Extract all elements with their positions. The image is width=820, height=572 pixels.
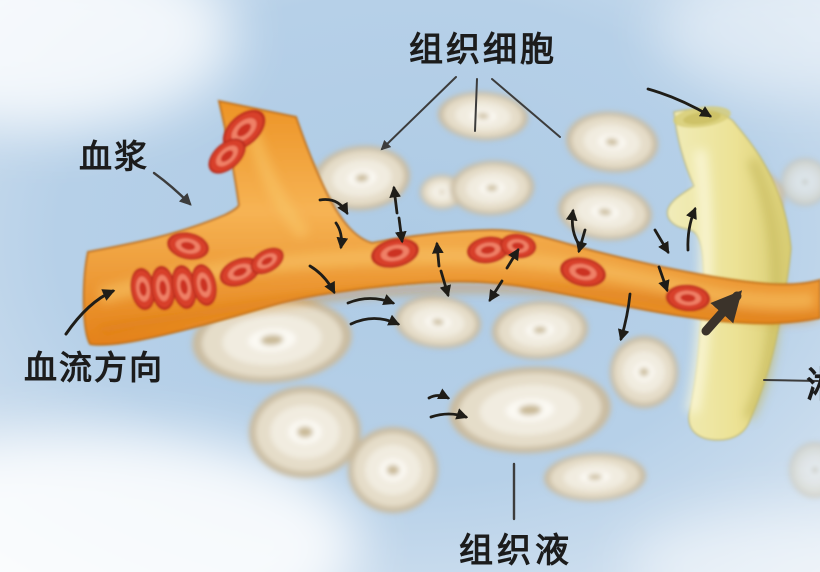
label-lymph-partial: 淋 bbox=[806, 364, 820, 405]
exchange-arrows bbox=[64, 87, 743, 420]
exchange-arrow bbox=[394, 216, 407, 244]
blood-flow-big-arrow bbox=[701, 290, 743, 336]
tissue-cell bbox=[610, 336, 678, 408]
tissue-cell bbox=[348, 427, 438, 513]
exchange-arrow bbox=[657, 265, 670, 293]
label-tissue-fluid: 组织液 bbox=[459, 532, 573, 570]
exchange-arrow bbox=[308, 264, 336, 295]
exchange-arrow bbox=[431, 241, 444, 268]
blood-flow-direction-arrow bbox=[64, 289, 116, 336]
labels: 组织细胞 血浆 血流方向 组织液 淋 bbox=[24, 31, 820, 570]
label-blood-flow-direction: 血流方向 bbox=[24, 349, 164, 386]
tissue-cells-pointer-left bbox=[380, 76, 457, 151]
exchange-arrow bbox=[318, 198, 349, 216]
exchange-arrow bbox=[389, 185, 401, 215]
tissue-fluid-flow-arrow bbox=[429, 408, 469, 420]
exchange-arrow bbox=[617, 292, 632, 342]
exchange-arrow bbox=[439, 269, 452, 298]
lymph-entry-arrow bbox=[646, 87, 713, 118]
tissue-cell bbox=[249, 386, 361, 478]
exchange-arrow bbox=[488, 279, 504, 302]
exchange-arrow bbox=[334, 221, 349, 250]
exchange-arrow bbox=[685, 206, 697, 252]
exchange-arrow bbox=[505, 247, 520, 270]
label-plasma: 血浆 bbox=[79, 138, 149, 175]
tissue-fluid-flow-arrow bbox=[349, 314, 401, 326]
tissue-fluid-flow-arrow bbox=[346, 294, 396, 306]
exchange-arrow bbox=[575, 228, 588, 254]
label-tissue-cells: 组织细胞 bbox=[409, 31, 557, 69]
lymph-pointer bbox=[763, 379, 819, 382]
exchange-arrow bbox=[653, 228, 670, 255]
label-pointer-lines bbox=[152, 76, 819, 521]
tissue-cells-pointer-right bbox=[491, 78, 561, 138]
tissue-fluid-flow-arrow bbox=[427, 388, 451, 400]
plasma-pointer bbox=[152, 171, 192, 206]
tissue-cells-pointer-middle bbox=[474, 78, 478, 132]
